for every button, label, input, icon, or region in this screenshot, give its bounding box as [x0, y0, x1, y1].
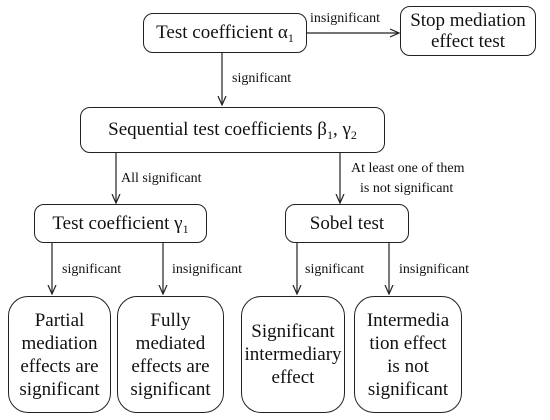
edge-label-sobel-to-notsig: insignificant [399, 262, 469, 277]
node-sobel-test: Sobel test [285, 204, 409, 243]
edge-label-gamma-to-fully: insignificant [172, 262, 242, 277]
edge-label-sobel-to-sig: significant [305, 262, 365, 277]
edge-label-at-least-one-line2: is not significant [360, 181, 454, 196]
edge-label-alpha-to-sequential: significant [232, 71, 292, 86]
edge-label-at-least-one-line1: At least one of them [351, 161, 465, 176]
edge-label-alpha-to-stop: insignificant [310, 11, 380, 26]
node-sequential-test: Sequential test coefficients β1, γ2 [80, 107, 385, 153]
node-test-alpha: Test coefficient α1 [143, 13, 307, 53]
edge-label-all-significant: All significant [121, 171, 202, 186]
node-test-gamma: Test coefficient γ1 [34, 204, 207, 243]
edge-label-gamma-to-partial: significant [62, 262, 122, 277]
